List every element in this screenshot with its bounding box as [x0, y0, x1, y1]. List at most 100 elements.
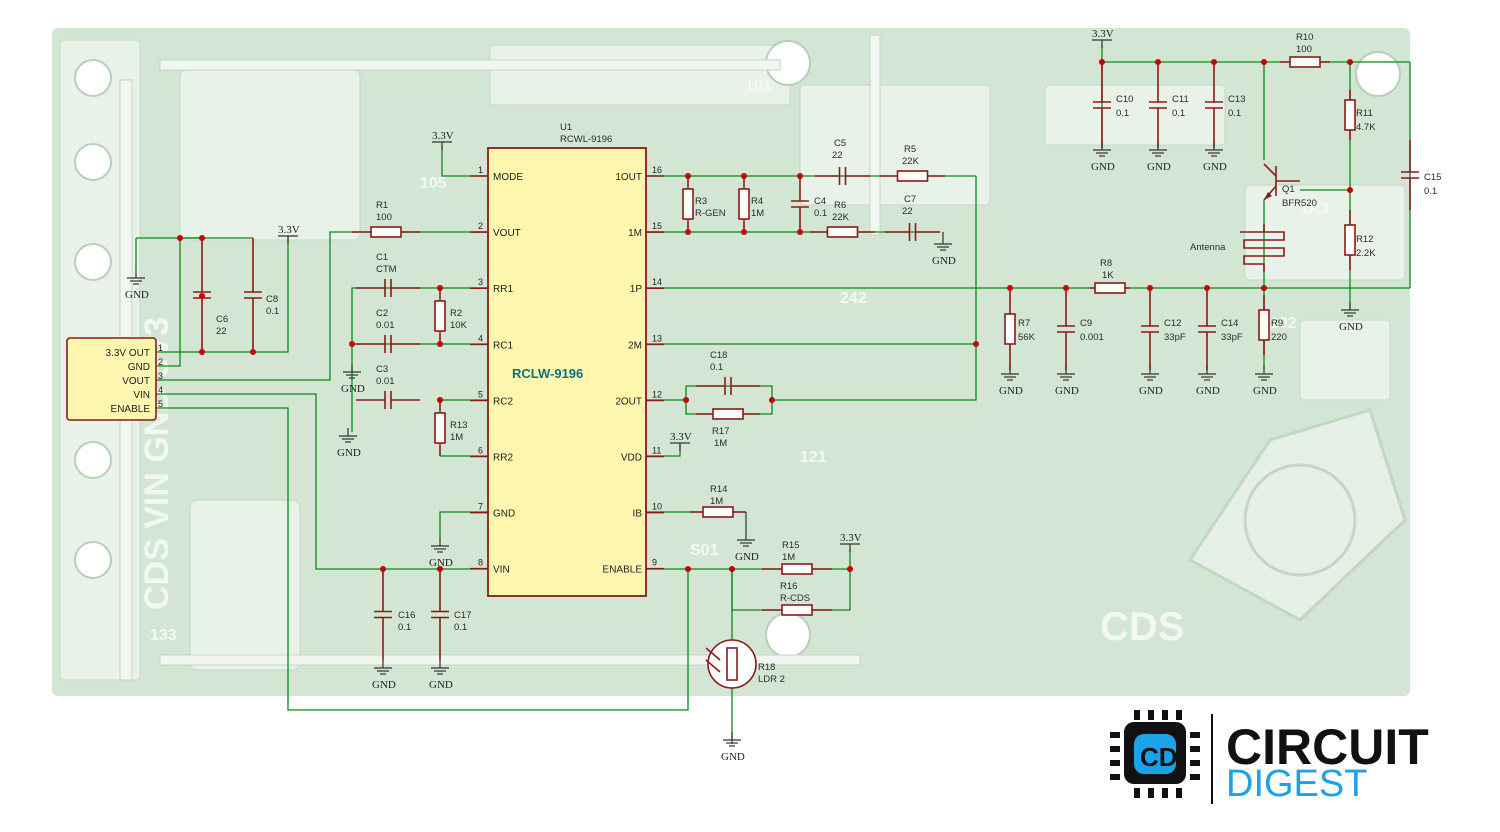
r3-val: R-GEN: [695, 208, 726, 219]
circuit-digest-logo: CD CIRCUIT DIGEST: [1110, 710, 1429, 805]
generated-labels: 1MODE2VOUT3RR14RC15RC26RR27GND8VIN161OUT…: [106, 28, 1442, 763]
c14-val: 33pF: [1221, 332, 1243, 343]
junction-dot: [973, 341, 979, 347]
ic-pin-name: 2M: [628, 340, 642, 351]
c13-ref: C13: [1228, 94, 1245, 105]
r6-body: [826, 226, 859, 238]
ic-pin-num: 1: [478, 165, 483, 175]
c12-val: 33pF: [1164, 332, 1186, 343]
junction-dot: [1007, 285, 1013, 291]
antenna-label: Antenna: [1190, 242, 1226, 253]
pcb-background: CDS VIN GND 3V3 CDS 1051331022421R3101S0…: [52, 28, 1410, 696]
r1-val: 100: [376, 212, 392, 223]
r2-val: 10K: [450, 320, 468, 331]
ic-pin-name: GND: [493, 509, 515, 520]
ic-pin-name: RC1: [493, 340, 513, 351]
gnd-c11-label: GND: [1147, 161, 1171, 173]
gnd-c10-label: GND: [1091, 161, 1115, 173]
ic-pin-num: 9: [652, 558, 657, 568]
c15-ref: C15: [1424, 172, 1441, 183]
connector-pin-num: 3: [158, 371, 163, 381]
silk-code: 133: [150, 627, 177, 644]
junction-dot: [177, 235, 183, 241]
c10-ref: C10: [1116, 94, 1133, 105]
ic-pin-name: RR2: [493, 453, 513, 464]
components: [487, 147, 647, 597]
gnd-ldr-label: GND: [721, 751, 745, 763]
c10-val: 0.1: [1116, 108, 1129, 119]
junction-dot: [797, 173, 803, 179]
gnd-ic-label: GND: [429, 557, 453, 569]
silk-code: 1R3: [1300, 201, 1329, 218]
r2-body: [434, 300, 446, 332]
gnd-r14-label: GND: [735, 551, 759, 563]
c18-ref: C18: [710, 350, 727, 361]
r14-body: [702, 506, 734, 518]
r4-val: 1M: [751, 208, 764, 219]
r6-val: 22K: [832, 212, 850, 223]
connector-pin-name: VOUT: [122, 376, 150, 387]
r10-body: [1289, 56, 1321, 68]
junction-dot: [797, 229, 803, 235]
ic-pin-name: RR1: [493, 284, 513, 295]
junction-dot: [847, 566, 853, 572]
ic-pin-name: VIN: [493, 565, 510, 576]
ic-pin-name: 1OUT: [615, 172, 642, 183]
r11-val: 4.7K: [1356, 122, 1376, 133]
r5-ref: R5: [904, 144, 916, 155]
r13-ref: R13: [450, 420, 467, 431]
connector[interactable]: [66, 337, 157, 421]
transistor-q1[interactable]: [1263, 163, 1300, 201]
r14-val: 1M: [710, 496, 723, 507]
r10-val: 100: [1296, 44, 1312, 55]
ic-pin-name: MODE: [493, 172, 523, 183]
connector-pin-num: 2: [158, 357, 163, 367]
gnd-r9-label: GND: [1253, 385, 1277, 397]
logo-line1: CIRCUIT: [1226, 719, 1429, 775]
ic-pin-num: 13: [652, 333, 662, 343]
c6-val: 22: [216, 326, 227, 337]
junction-dot: [199, 235, 205, 241]
ic-pin-num: 16: [652, 165, 662, 175]
vcc-connector-label: 3.3V: [278, 224, 300, 236]
ic-u1-body[interactable]: [487, 147, 647, 597]
ic-pin-name: 1P: [630, 284, 643, 295]
c6-ref: C6: [216, 314, 228, 325]
antenna[interactable]: [1240, 224, 1285, 272]
ic-pin-name: RC2: [493, 396, 513, 407]
silk-code: 102: [1270, 315, 1297, 332]
junction-dot: [769, 397, 775, 403]
r12-body: [1344, 224, 1356, 256]
connector-pin-name: GND: [128, 362, 150, 373]
r9-val: 220: [1271, 332, 1287, 343]
junction-dot: [1204, 285, 1210, 291]
r3-ref: R3: [695, 196, 707, 207]
connector-pin-num: 5: [158, 399, 163, 409]
junction-dot: [1261, 285, 1267, 291]
r17-ref: R17: [712, 426, 729, 437]
junction-dot: [1347, 187, 1353, 193]
silk-right: CDS: [1100, 605, 1184, 649]
r18-ref: R18: [758, 662, 775, 673]
ic-center-label: RCLW-9196: [512, 366, 583, 381]
junction-dot: [1347, 59, 1353, 65]
c11-ref: C11: [1172, 94, 1189, 105]
junction-dot: [1099, 59, 1105, 65]
ldr-r18[interactable]: [705, 639, 757, 689]
junction-dot: [349, 341, 355, 347]
junction-dot: [199, 349, 205, 355]
ic-pin-num: 14: [652, 277, 662, 287]
c8-val: 0.1: [266, 306, 279, 317]
r15-body: [781, 563, 813, 575]
r17-body: [712, 408, 744, 420]
ic-ref: U1: [560, 122, 572, 133]
gnd-c12-label: GND: [1139, 385, 1163, 397]
wires: [135, 44, 1411, 744]
junction-dot: [250, 349, 256, 355]
ic-pin-num: 3: [478, 277, 483, 287]
r1-ref: R1: [376, 200, 388, 211]
r6-ref: R6: [834, 200, 846, 211]
junction-dot: [1063, 285, 1069, 291]
junction-dot: [1211, 59, 1217, 65]
